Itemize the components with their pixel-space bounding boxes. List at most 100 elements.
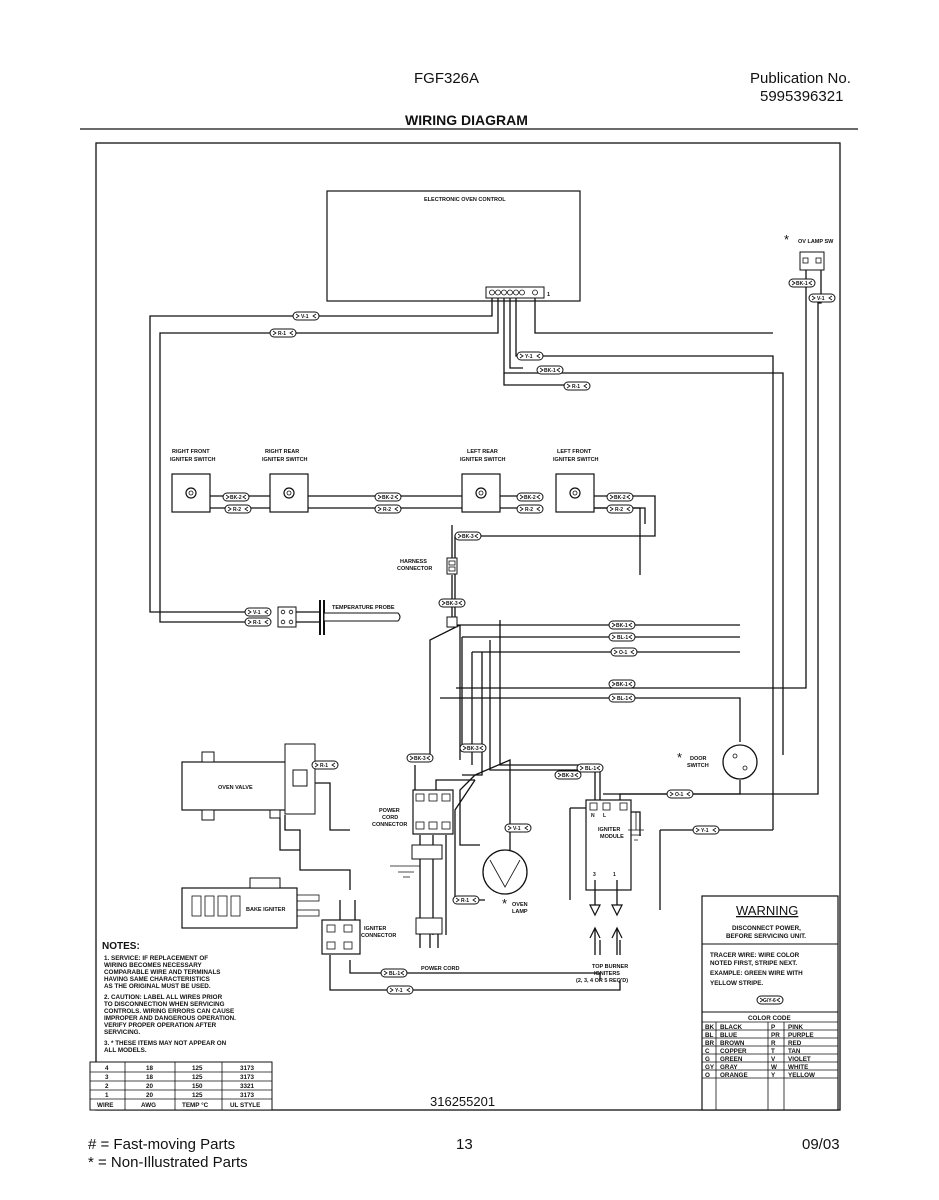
svg-text:G/Y-6: G/Y-6 — [763, 998, 776, 1004]
svg-text:3: 3 — [593, 872, 596, 878]
svg-text:TAN: TAN — [788, 1048, 801, 1055]
svg-text:1: 1 — [613, 872, 616, 878]
svg-text:NOTES:: NOTES: — [102, 941, 140, 952]
svg-text:V: V — [771, 1056, 776, 1063]
wires — [149, 270, 822, 991]
svg-text:VIOLET: VIOLET — [788, 1056, 811, 1063]
svg-text:PURPLE: PURPLE — [788, 1032, 814, 1039]
svg-text:BK-3: BK-3 — [462, 534, 474, 540]
svg-text:RIGHT FRONT: RIGHT FRONT — [172, 449, 210, 455]
svg-text:YELLOW: YELLOW — [788, 1072, 815, 1079]
svg-text:O: O — [705, 1072, 710, 1079]
diagram-number: 316255201 — [430, 1094, 495, 1109]
svg-text:ALL MODELS.: ALL MODELS. — [104, 1047, 147, 1054]
svg-text:BK-1: BK-1 — [616, 682, 628, 688]
svg-text:GRAY: GRAY — [720, 1064, 738, 1071]
svg-text:BK: BK — [705, 1024, 715, 1031]
svg-text:BK-2: BK-2 — [382, 495, 394, 501]
svg-text:C: C — [705, 1048, 710, 1055]
model-number: FGF326A — [414, 70, 480, 87]
svg-text:BK-3: BK-3 — [414, 756, 426, 762]
right-rear-igniter-switch: RIGHT REAR IGNITER SWITCH — [262, 449, 309, 513]
svg-text:BLACK: BLACK — [720, 1024, 742, 1031]
door-switch: * DOOR SWITCH — [677, 744, 758, 780]
svg-text:BL-1: BL-1 — [389, 971, 400, 977]
svg-text:R: R — [771, 1040, 776, 1047]
svg-text:(2, 3, 4 OR 5 REQ'D): (2, 3, 4 OR 5 REQ'D) — [576, 978, 628, 984]
svg-text:UL STYLE: UL STYLE — [230, 1102, 260, 1109]
svg-text:MODULE: MODULE — [600, 834, 624, 840]
warning-box: WARNING DISCONNECT POWER, BEFORE SERVICI… — [701, 895, 839, 1111]
svg-text:R-2: R-2 — [233, 507, 241, 513]
svg-text:V-1: V-1 — [301, 314, 309, 320]
svg-text:1: 1 — [105, 1092, 109, 1099]
svg-text:BK-1: BK-1 — [544, 368, 556, 374]
svg-text:G: G — [705, 1056, 710, 1063]
svg-text:R-1: R-1 — [461, 898, 469, 904]
svg-text:BK-2: BK-2 — [614, 495, 626, 501]
svg-text:NOTED FIRST, STRIPE NEXT.: NOTED FIRST, STRIPE NEXT. — [710, 960, 797, 967]
svg-text:125: 125 — [192, 1065, 203, 1072]
svg-text:3173: 3173 — [240, 1065, 255, 1072]
svg-text:BL-1: BL-1 — [617, 696, 628, 702]
svg-text:R-2: R-2 — [615, 507, 623, 513]
svg-text:18: 18 — [146, 1074, 154, 1081]
svg-text:LAMP: LAMP — [512, 909, 528, 915]
svg-text:L: L — [603, 813, 606, 819]
wire-labels: V-1 R-1 Y-1 BK-1 R-1 BK-1 V-1 BK-2 R-2 B… — [222, 278, 836, 995]
svg-text:HAVING SAME CHARACTERISTICS: HAVING SAME CHARACTERISTICS — [104, 976, 210, 983]
left-front-igniter-switch: LEFT FRONT IGNITER SWITCH — [553, 449, 599, 513]
legend-fast-moving: # = Fast-moving Parts — [88, 1136, 236, 1153]
diagram-frame — [95, 142, 841, 1111]
svg-text:SERVICING.: SERVICING. — [104, 1029, 141, 1036]
svg-text:2: 2 — [105, 1083, 109, 1090]
svg-text:BK-2: BK-2 — [230, 495, 242, 501]
svg-text:GY: GY — [705, 1064, 715, 1071]
svg-text:OV LAMP SW: OV LAMP SW — [798, 239, 834, 245]
svg-text:WIRE: WIRE — [97, 1102, 113, 1109]
svg-text:COPPER: COPPER — [720, 1048, 747, 1055]
svg-text:Y: Y — [771, 1072, 776, 1079]
temperature-probe: TEMPERATURE PROBE — [277, 600, 401, 635]
svg-text:BK-1: BK-1 — [796, 281, 808, 287]
svg-text:IGNITER SWITCH: IGNITER SWITCH — [170, 457, 216, 463]
svg-text:20: 20 — [146, 1083, 154, 1090]
svg-text:O-1: O-1 — [619, 650, 628, 656]
svg-text:R-2: R-2 — [383, 507, 391, 513]
notes: NOTES: 1. SERVICE: IF REPLACEMENT OF WIR… — [102, 941, 236, 1054]
svg-text:V-1: V-1 — [253, 610, 261, 616]
svg-text:BK-1: BK-1 — [616, 623, 628, 629]
svg-text:COMPARABLE WIRE AND TERMINALS: COMPARABLE WIRE AND TERMINALS — [104, 969, 221, 976]
svg-text:BK-3: BK-3 — [562, 773, 574, 779]
svg-text:BAKE IGNITER: BAKE IGNITER — [246, 907, 285, 913]
svg-text:BL-1: BL-1 — [585, 766, 596, 772]
svg-text:WARNING: WARNING — [736, 903, 798, 918]
svg-text:TRACER WIRE: WIRE COLOR: TRACER WIRE: WIRE COLOR — [710, 952, 800, 959]
svg-text:W: W — [771, 1064, 777, 1071]
svg-text:PR: PR — [771, 1032, 780, 1039]
svg-text:LEFT FRONT: LEFT FRONT — [557, 449, 592, 455]
svg-text:AWG: AWG — [141, 1102, 156, 1109]
left-rear-igniter-switch: LEFT REAR IGNITER SWITCH — [460, 449, 506, 513]
svg-text:18: 18 — [146, 1065, 154, 1072]
oven-lamp: * OVEN LAMP — [482, 849, 528, 915]
svg-text:P: P — [771, 1024, 775, 1031]
svg-text:WIRING BECOMES NECESSARY: WIRING BECOMES NECESSARY — [104, 962, 203, 969]
ov-lamp-switch: * OV LAMP SW — [784, 232, 834, 271]
svg-text:ORANGE: ORANGE — [720, 1072, 748, 1079]
svg-text:CONNECTOR: CONNECTOR — [397, 566, 432, 572]
svg-text:Y-1: Y-1 — [525, 354, 533, 360]
svg-text:OVEN: OVEN — [512, 902, 528, 908]
bake-igniter: BAKE IGNITER — [181, 877, 320, 929]
svg-text:20: 20 — [146, 1092, 154, 1099]
svg-text:BL: BL — [705, 1032, 714, 1039]
svg-text:CORD: CORD — [382, 815, 398, 821]
page-number: 13 — [456, 1136, 473, 1153]
harness-connector: HARNESS CONNECTOR — [397, 557, 458, 628]
svg-text:IGNITERS: IGNITERS — [594, 971, 620, 977]
svg-text:TEMPERATURE PROBE: TEMPERATURE PROBE — [332, 605, 395, 611]
svg-text:OVEN VALVE: OVEN VALVE — [218, 785, 253, 791]
svg-text:N: N — [591, 813, 595, 819]
svg-text:IGNITER SWITCH: IGNITER SWITCH — [460, 457, 506, 463]
